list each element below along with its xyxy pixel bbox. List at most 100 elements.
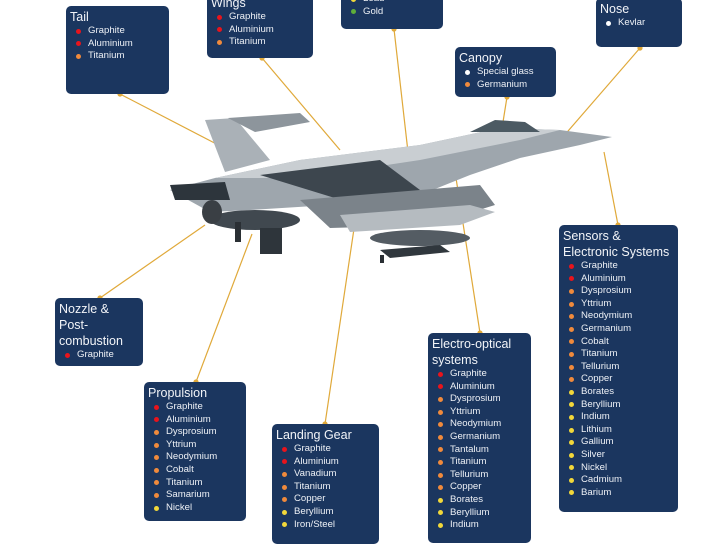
risk-dot-icon xyxy=(76,41,81,47)
material-item: Gold xyxy=(351,6,439,19)
material-item: Cadmium xyxy=(569,474,674,487)
material-item: Beryllium xyxy=(569,399,674,412)
material-name: Beryllium xyxy=(294,505,334,517)
material-item: Gallium xyxy=(569,436,674,449)
risk-dot-icon xyxy=(438,434,443,440)
material-name: Neodymium xyxy=(450,418,502,430)
risk-dot-icon xyxy=(569,477,574,483)
risk-dot-icon xyxy=(569,440,574,446)
risk-dot-icon xyxy=(282,446,287,452)
risk-dot-icon xyxy=(438,510,443,516)
risk-dot-icon xyxy=(438,409,443,415)
material-name: Graphite xyxy=(229,11,266,22)
risk-dot-icon xyxy=(569,490,574,496)
connector-wings xyxy=(261,57,341,151)
risk-dot-icon xyxy=(438,396,443,402)
material-item: Lead xyxy=(351,0,439,6)
material-name: Beryllium xyxy=(450,506,490,518)
risk-dot-icon xyxy=(154,505,159,511)
risk-dot-icon xyxy=(465,82,470,88)
material-item: Borates xyxy=(569,386,674,399)
risk-dot-icon xyxy=(282,471,287,477)
material-item: Graphite xyxy=(438,368,527,381)
material-item: Indium xyxy=(438,519,527,532)
material-item: Aluminium xyxy=(154,414,242,427)
material-item: Germanium xyxy=(438,431,527,444)
material-item: Titanium xyxy=(76,50,165,63)
material-item: Vanadium xyxy=(282,468,375,481)
material-list: Kevlar xyxy=(600,17,678,30)
risk-dot-icon xyxy=(438,459,443,465)
risk-dot-icon xyxy=(154,404,159,410)
risk-dot-icon xyxy=(569,263,574,269)
material-name: Copper xyxy=(581,373,613,385)
material-name: Tantalum xyxy=(450,443,489,455)
material-item: Tellurium xyxy=(569,361,674,374)
material-name: Yttrium xyxy=(450,405,481,417)
risk-dot-icon xyxy=(569,351,574,357)
material-name: Graphite xyxy=(166,401,203,412)
material-item: Titanium xyxy=(217,36,309,49)
material-name: Germanium xyxy=(477,78,528,90)
material-name: Gallium xyxy=(581,436,614,448)
risk-dot-icon xyxy=(217,14,222,20)
material-item: Yttrium xyxy=(438,406,527,419)
material-name: Borates xyxy=(581,385,615,397)
material-name: Graphite xyxy=(88,25,125,36)
component-title: Nozzle & Post-combustion xyxy=(59,302,123,348)
material-item: Dysprosium xyxy=(569,285,674,298)
material-name: Dysprosium xyxy=(450,393,501,405)
material-item: Tellurium xyxy=(438,469,527,482)
risk-dot-icon xyxy=(154,492,159,498)
risk-dot-icon xyxy=(569,276,574,282)
risk-dot-icon xyxy=(569,427,574,433)
material-item: Graphite xyxy=(282,443,375,456)
risk-dot-icon xyxy=(569,452,574,458)
material-item: Indium xyxy=(569,411,674,424)
connector-nose xyxy=(561,47,641,139)
component-title: Wings xyxy=(211,0,246,10)
risk-dot-icon xyxy=(282,509,287,515)
risk-dot-icon xyxy=(569,339,574,345)
material-item: Silver xyxy=(569,449,674,462)
risk-dot-icon xyxy=(438,447,443,453)
material-item: Dysprosium xyxy=(438,393,527,406)
material-item: Aluminium xyxy=(438,381,527,394)
connector-sensors xyxy=(603,151,619,226)
material-name: Copper xyxy=(450,481,482,493)
component-title: Electro-optical systems xyxy=(432,337,512,367)
material-item: Aluminium xyxy=(282,456,375,469)
connector-fuselage xyxy=(393,28,409,153)
material-name: Yttrium xyxy=(581,297,612,309)
material-item: Kevlar xyxy=(606,17,678,30)
material-item: Copper xyxy=(438,481,527,494)
material-item: Titanium xyxy=(569,348,674,361)
material-item: Aluminium xyxy=(76,38,165,51)
material-name: Cadmium xyxy=(581,474,623,486)
risk-dot-icon xyxy=(76,28,81,34)
component-title: Tail xyxy=(70,10,89,24)
material-name: Aluminium xyxy=(166,413,211,425)
material-name: Graphite xyxy=(450,368,487,379)
connector-propulsion xyxy=(195,233,253,383)
material-name: Aluminium xyxy=(294,455,339,467)
risk-dot-icon xyxy=(569,314,574,320)
material-item: Lithium xyxy=(569,424,674,437)
material-name: Vanadium xyxy=(294,468,337,480)
risk-dot-icon xyxy=(351,0,356,2)
risk-dot-icon xyxy=(569,414,574,420)
material-item: Nickel xyxy=(154,502,242,515)
material-name: Titanium xyxy=(229,36,266,48)
material-item: Beryllium xyxy=(438,507,527,520)
risk-dot-icon xyxy=(569,326,574,332)
